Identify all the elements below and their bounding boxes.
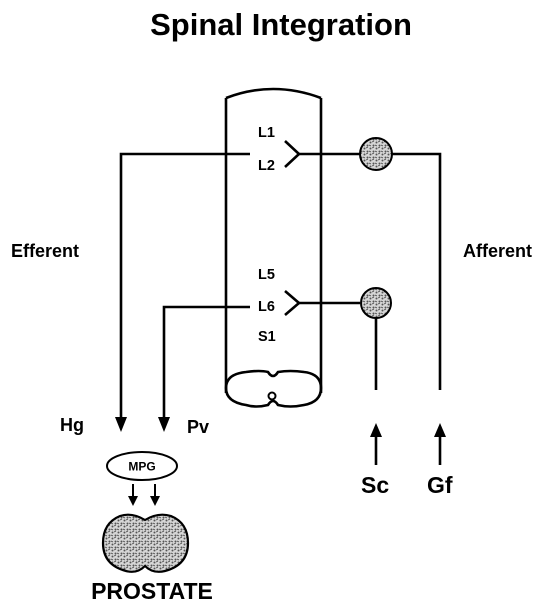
pelvic-arrowhead [158, 417, 170, 432]
dorsal-root-ganglion-lower [360, 287, 392, 319]
segment-s1: S1 [258, 329, 276, 345]
diagram-title: Spinal Integration [150, 7, 412, 42]
spinal-cord [224, 87, 323, 408]
hypogastric-arrowhead [115, 417, 127, 432]
pelvic-efferent-line [162, 305, 250, 420]
mpg-to-prostate-arrow-left-head [128, 496, 138, 506]
segment-l6: L6 [258, 299, 275, 315]
prostate-shape [101, 513, 190, 573]
genitofemoral-input-arrowhead [434, 423, 446, 437]
hg-label: Hg [60, 415, 84, 435]
segment-l5: L5 [258, 267, 275, 283]
mpg-to-prostate-arrow-right-head [150, 496, 160, 506]
prostate-label: PROSTATE [91, 578, 213, 604]
segment-l1: L1 [258, 125, 275, 141]
afferent-label: Afferent [463, 241, 532, 261]
spinal-cord-top-edge [225, 87, 322, 100]
sciatic-input-arrowhead [370, 423, 382, 437]
spinal-cord-cross-section [224, 369, 323, 408]
pv-label: Pv [187, 417, 209, 437]
efferent-label: Efferent [11, 241, 79, 261]
central-canal [267, 391, 277, 401]
mpg-label: MPG [128, 460, 155, 474]
segment-l2: L2 [258, 158, 275, 174]
genitofemoral-afferent-line [392, 152, 442, 390]
mpg-ellipse [106, 451, 178, 481]
synapse-fork-l2 [284, 140, 301, 168]
synapse-fork-l6 [284, 290, 301, 316]
gf-label: Gf [427, 472, 453, 498]
sc-label: Sc [361, 472, 389, 498]
hypogastric-efferent-line [119, 152, 250, 420]
dorsal-root-ganglion-upper [359, 137, 393, 171]
